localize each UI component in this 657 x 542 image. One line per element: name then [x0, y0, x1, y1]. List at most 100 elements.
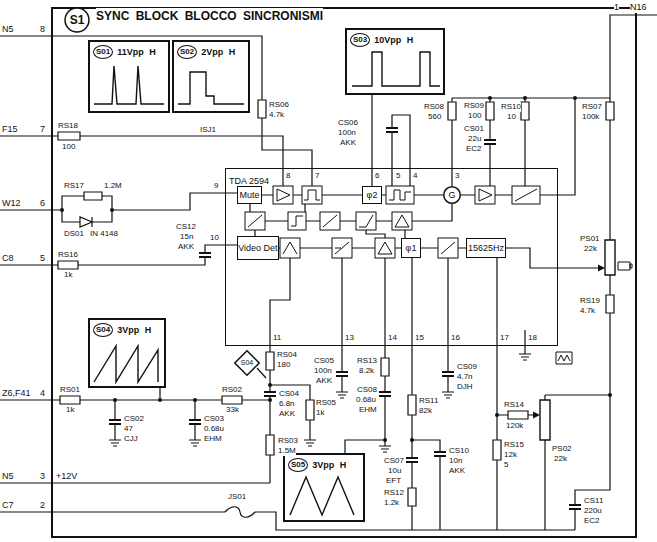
pin-number: 15: [415, 333, 424, 343]
component-label: CS01: [464, 124, 484, 134]
phase-block: φ1: [401, 238, 421, 258]
mute-block: Mute: [237, 186, 262, 204]
pin-number: 9: [214, 181, 218, 191]
test-point-number: S04: [93, 323, 113, 337]
component-label: RS16: [58, 250, 78, 260]
connector-name: N5: [2, 24, 14, 35]
title-circle: S1: [64, 7, 90, 33]
waveform: [352, 52, 440, 86]
component-label: AKK: [449, 466, 465, 476]
component-label: 220u: [584, 506, 602, 516]
diamond-shape: [235, 351, 259, 375]
component-label: CS04: [279, 389, 299, 399]
block-text: G: [448, 190, 455, 201]
component-label: ISJ1: [200, 125, 216, 135]
component-label: 47: [124, 424, 133, 434]
block-text: φ1: [406, 243, 417, 254]
test-point-box: S022Vpp H: [172, 40, 250, 113]
connector-name: Z6,F41: [2, 388, 31, 399]
component-label: RS13: [357, 356, 377, 366]
pin-number: 11: [273, 333, 281, 343]
block-text: φ2: [367, 190, 378, 201]
component-label: 4.7n: [457, 372, 473, 382]
junction-dots: [60, 96, 612, 442]
component-label: 82k: [419, 406, 432, 416]
component-label: 100: [62, 142, 75, 152]
connector-name: N16: [630, 2, 647, 13]
connector-name: 7: [40, 124, 45, 135]
connector-name: 5: [40, 253, 45, 264]
gate-block: [288, 212, 306, 230]
component-label: 1.5M: [278, 446, 296, 456]
component-label: RS07: [582, 102, 602, 112]
pin-number: 8: [286, 171, 290, 181]
component-label: RS04: [277, 350, 297, 360]
test-point-box: S053Vpp H: [283, 453, 365, 522]
component-label: 0.68u: [204, 424, 224, 434]
capacitor-symbol: [109, 128, 581, 509]
junction-dot: [193, 398, 197, 402]
component-label: AKK: [340, 138, 356, 148]
component-label: RS12: [384, 488, 404, 498]
test-point-number: S01: [93, 45, 113, 59]
generator-circle: G: [443, 186, 461, 204]
component-label: CS12: [176, 222, 196, 232]
component-label: 12k: [504, 450, 517, 460]
junction-dot: [113, 398, 117, 402]
waveform: [94, 66, 164, 104]
component-label: 100: [468, 111, 481, 121]
component-label: 120k: [506, 421, 523, 431]
signal-amplitude: 3Vpp H: [117, 325, 151, 336]
connector-name: C7: [2, 500, 14, 511]
component-label: 1k: [66, 405, 74, 415]
component-label: 4.7k: [269, 110, 284, 120]
test-point-number: S02: [177, 45, 197, 59]
junction-dot: [495, 413, 499, 417]
component-label: PS02: [552, 444, 572, 454]
battery-icon: [618, 262, 632, 270]
junction-dot: [158, 398, 162, 402]
component-label: RS10: [501, 102, 521, 112]
component-label: PS01: [580, 234, 600, 244]
connector-name: F15: [2, 124, 18, 135]
jumper-symbol: [225, 507, 255, 518]
pin-number: 5: [396, 171, 400, 181]
wiper-arrow: [533, 265, 605, 419]
block-text: 15625Hz: [468, 243, 504, 254]
pin-number: 6: [375, 171, 379, 181]
component-label: RS19: [580, 296, 600, 306]
component-label: DS01: [64, 229, 84, 239]
component-label: 1.2M: [104, 181, 122, 191]
connector-name: 6: [40, 198, 45, 209]
component-label: EC2: [584, 516, 600, 526]
component-label: 22u: [468, 134, 481, 144]
junction-dot: [608, 393, 612, 397]
component-label: 1k: [316, 408, 324, 418]
sync-separator-block: [302, 186, 322, 204]
component-label: RS18: [58, 121, 78, 131]
component-label: CS09: [457, 362, 477, 372]
wire: [0, 15, 657, 530]
component-label: RS02: [222, 385, 242, 395]
block-text: Video Det: [238, 243, 277, 254]
component-label: 4.7k: [580, 306, 595, 316]
connector-name: N5: [2, 471, 14, 482]
connector-name: C8: [2, 253, 14, 264]
component-label: JS01: [228, 492, 246, 502]
junction-dot: [573, 96, 577, 100]
diode-symbol: [80, 217, 92, 227]
component-label: 1.2k: [384, 498, 399, 508]
junction-dot: [383, 438, 387, 442]
test-point-number: S05: [288, 458, 308, 472]
diagram-title: SYNC BLOCK BLOCCO SINCRONISMI: [96, 8, 323, 24]
circle-shape: [444, 187, 461, 204]
component-label: CS07: [384, 456, 404, 466]
pin-number: 17: [500, 333, 509, 343]
pin-number: 16: [451, 333, 460, 343]
oscillator-block: 15625Hz: [466, 238, 506, 258]
component-label: CS11: [584, 496, 603, 506]
test-point-number: S03: [350, 33, 370, 47]
adjust-icon: [556, 352, 572, 364]
junction-dot: [523, 96, 527, 100]
junction-dot: [268, 383, 272, 387]
